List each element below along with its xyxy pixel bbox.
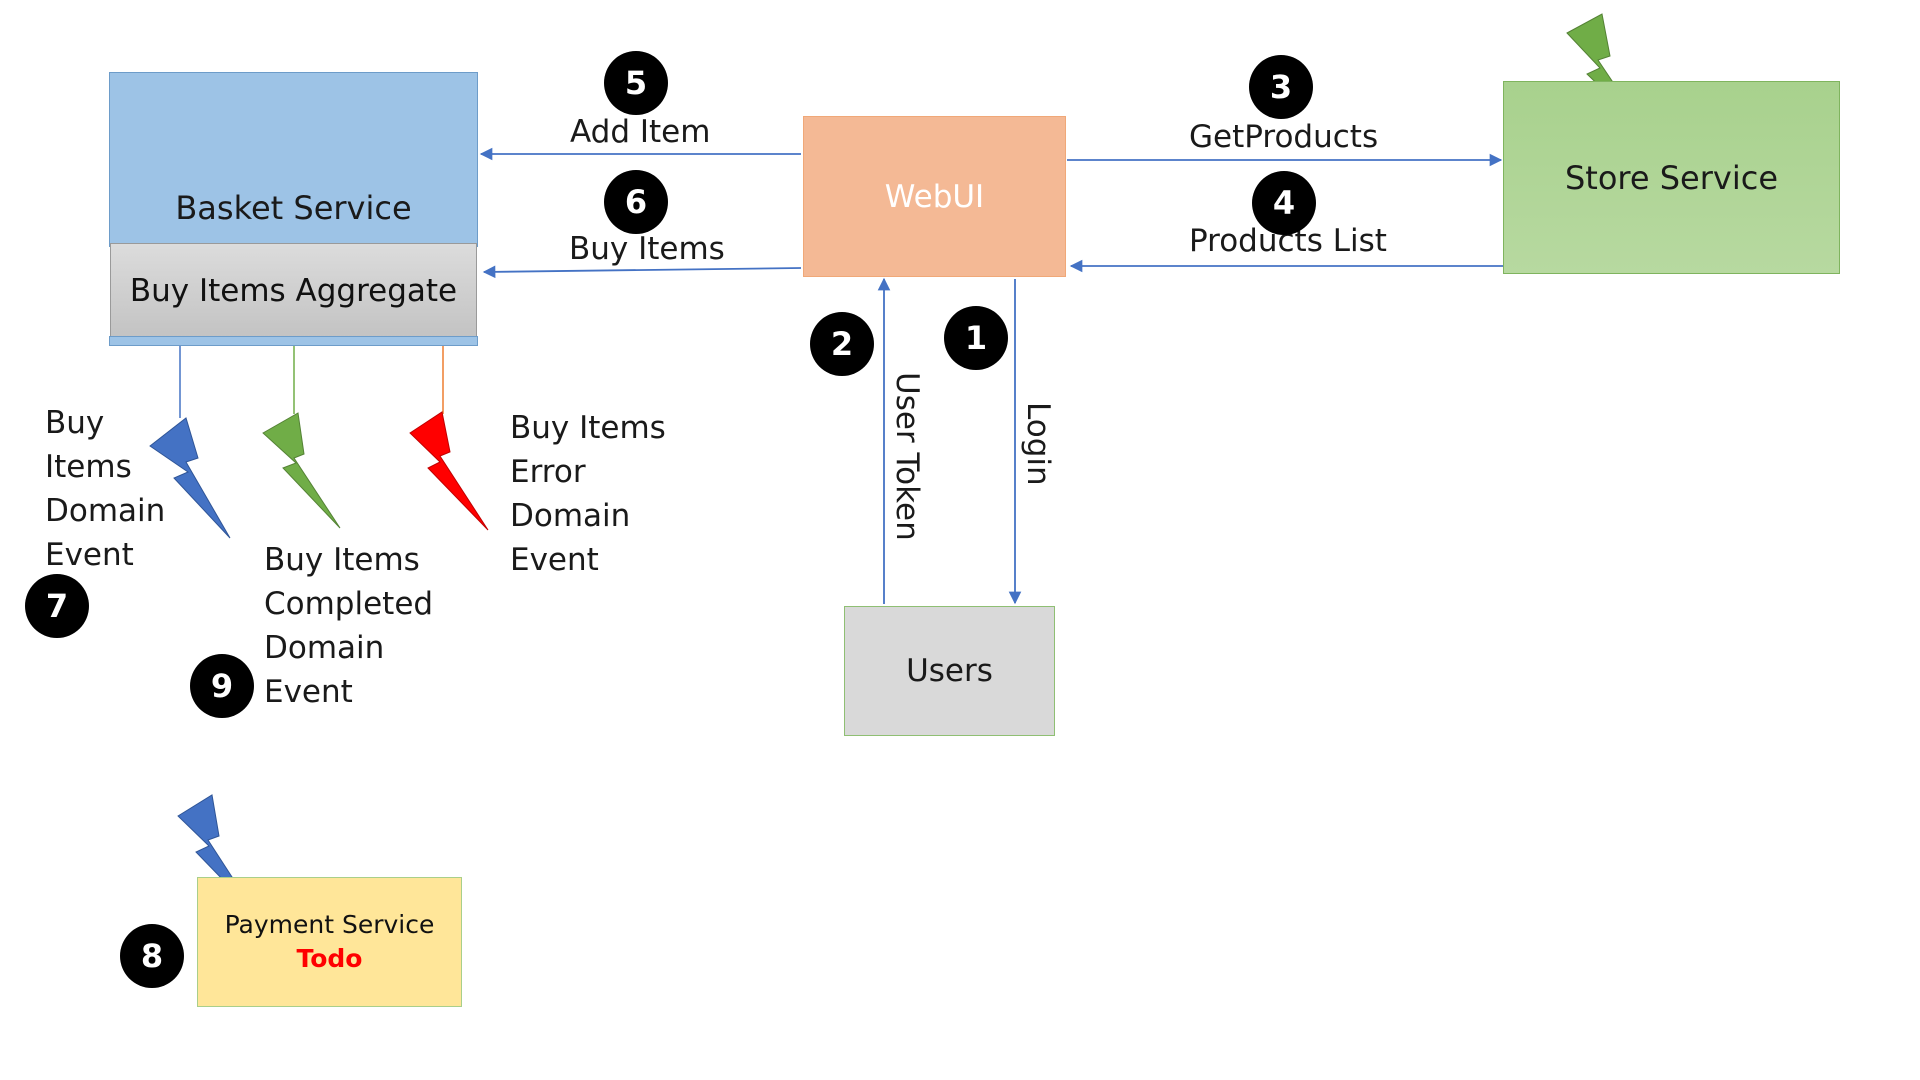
domain-event-line-4: Event: [45, 537, 134, 573]
login-label: Login: [1020, 402, 1056, 486]
error-event-line-3: Domain: [510, 498, 631, 534]
user-token-label: User Token: [889, 372, 925, 541]
lightning-bolt-icon: [262, 412, 341, 529]
domain-event-line-2: Items: [45, 449, 132, 485]
webui-label: WebUI: [884, 178, 985, 215]
step-badge-5: 5: [604, 51, 668, 115]
step-badge-4: 4: [1252, 171, 1316, 235]
error-event-line-4: Event: [510, 542, 599, 578]
webui-box: WebUI: [803, 116, 1066, 277]
add-item-label: Add Item: [570, 114, 711, 150]
lightning-bolt-icon: [149, 417, 231, 539]
error-event-line-1: Buy Items: [510, 410, 666, 446]
step-badge-9: 9: [190, 654, 254, 718]
payment-service-box: Payment Service Todo: [197, 877, 462, 1007]
basket-service-box: Basket Service: [109, 72, 478, 247]
completed-event-line-4: Event: [264, 674, 353, 710]
domain-event-label: Buy Items Domain Event: [45, 401, 165, 577]
get-products-label: GetProducts: [1189, 119, 1379, 155]
error-event-label: Buy Items Error Domain Event: [510, 406, 666, 582]
completed-event-label: Buy Items Completed Domain Event: [264, 538, 433, 714]
buy-items-label: Buy Items: [569, 231, 725, 267]
payment-status-label: Todo: [296, 944, 363, 973]
domain-event-line-3: Domain: [45, 493, 166, 529]
buy-items-aggregate-box: Buy Items Aggregate: [110, 243, 477, 338]
step-badge-2: 2: [810, 312, 874, 376]
buy-items-aggregate-label: Buy Items Aggregate: [129, 272, 458, 309]
step-badge-7: 7: [25, 574, 89, 638]
lightning-bolt-icon: [409, 411, 489, 531]
domain-event-line-1: Buy: [45, 405, 105, 441]
completed-event-line-2: Completed: [264, 586, 434, 622]
step-badge-6: 6: [604, 170, 668, 234]
step-badge-1: 1: [944, 306, 1008, 370]
step-badge-3: 3: [1249, 55, 1313, 119]
step-badge-8: 8: [120, 924, 184, 988]
completed-event-line-3: Domain: [264, 630, 385, 666]
completed-event-line-1: Buy Items: [264, 542, 420, 578]
error-event-line-2: Error: [510, 454, 586, 490]
buy-items-arrow: [482, 265, 802, 279]
store-service-label: Store Service: [1564, 158, 1778, 197]
payment-service-label: Payment Service: [224, 910, 435, 940]
users-label: Users: [906, 653, 993, 689]
store-service-box: Store Service: [1503, 81, 1840, 274]
basket-service-label: Basket Service: [175, 189, 412, 227]
users-box: Users: [844, 606, 1055, 736]
basket-service-base: [109, 336, 478, 346]
